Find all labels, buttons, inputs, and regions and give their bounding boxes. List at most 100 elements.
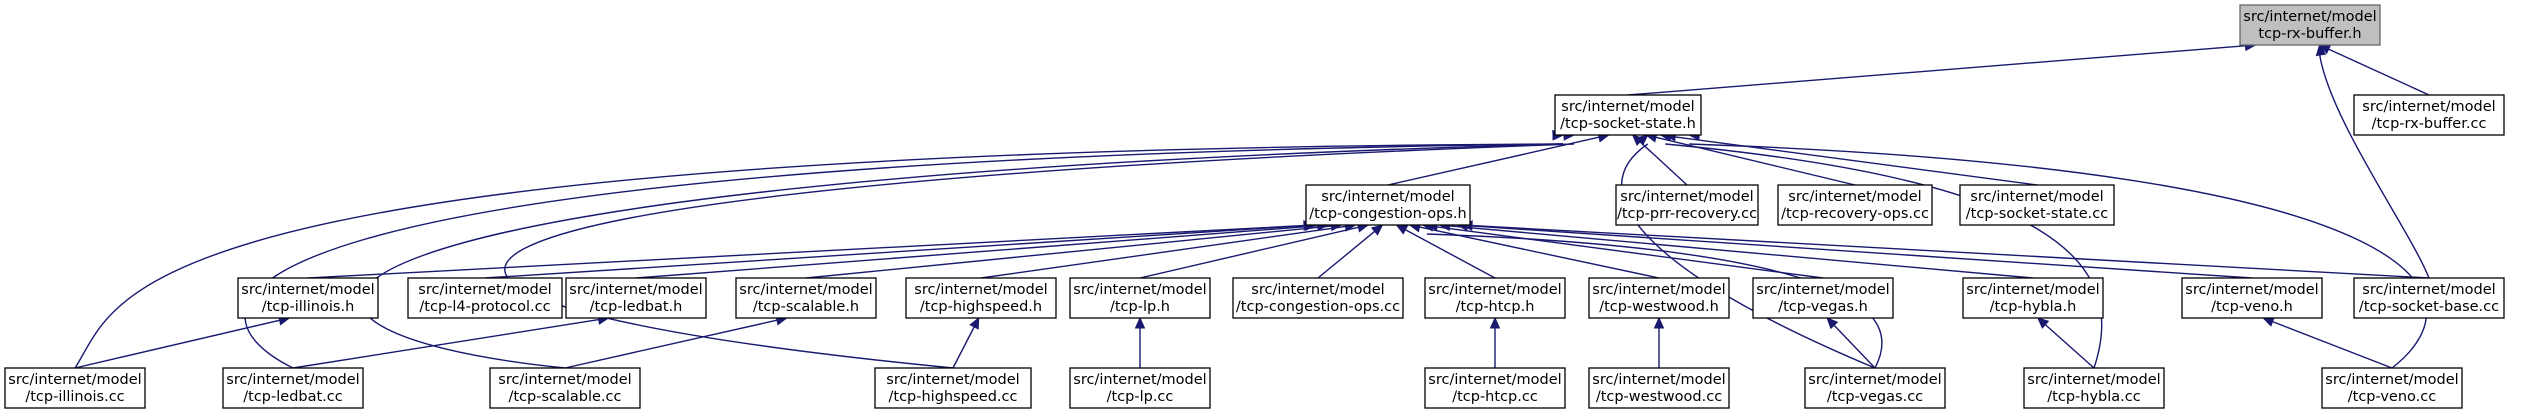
node-tcp-illinois-h[interactable]: src/internet/model/tcp-illinois.h xyxy=(237,277,379,319)
edge-tcp-vegas-h-to-tcp-congestion-ops-h xyxy=(1431,225,1824,279)
node-tcp-scalable-h[interactable]: src/internet/model/tcp-scalable.h xyxy=(735,277,877,319)
node-tcp-congestion-ops-cc[interactable]: src/internet/model/tcp-congestion-ops.cc xyxy=(1232,277,1404,319)
node-tcp-congestion-ops-h[interactable]: src/internet/model/tcp-congestion-ops.h xyxy=(1305,184,1471,226)
node-box xyxy=(1554,94,1702,136)
node-tcp-prr-recovery-cc[interactable]: src/internet/model/tcp-prr-recovery.cc xyxy=(1615,184,1759,226)
node-label-line2: /tcp-scalable.cc xyxy=(508,389,621,405)
edge-tcp-illinois-cc-to-tcp-socket-state-h xyxy=(74,143,1564,369)
node-tcp-l4-protocol-cc[interactable]: src/internet/model/tcp-l4-protocol.cc xyxy=(407,277,563,319)
node-box xyxy=(1962,277,2104,319)
node-tcp-htcp-h[interactable]: src/internet/model/tcp-htcp.h xyxy=(1424,277,1566,319)
node-tcp-recovery-ops-cc[interactable]: src/internet/model/tcp-recovery-ops.cc xyxy=(1777,184,1933,226)
node-label-line1: src/internet/model xyxy=(2362,282,2495,298)
node-box xyxy=(4,367,146,409)
node-label-line2: /tcp-illinois.cc xyxy=(25,389,124,405)
node-tcp-ledbat-h[interactable]: src/internet/model/tcp-ledbat.h xyxy=(565,277,707,319)
node-label-line1: src/internet/model xyxy=(1561,99,1694,115)
node-tcp-scalable-cc[interactable]: src/internet/model/tcp-scalable.cc xyxy=(489,367,641,409)
node-tcp-westwood-h[interactable]: src/internet/model/tcp-westwood.h xyxy=(1588,277,1730,319)
node-box xyxy=(874,367,1032,409)
node-tcp-westwood-cc[interactable]: src/internet/model/tcp-westwood.cc xyxy=(1588,367,1730,409)
node-label-line1: src/internet/model xyxy=(1788,189,1921,205)
node-tcp-veno-h[interactable]: src/internet/model/tcp-veno.h xyxy=(2181,277,2323,319)
node-label-line2: /tcp-recovery-ops.cc xyxy=(1781,206,1929,222)
node-tcp-rx-buffer-cc[interactable]: src/internet/model/tcp-rx-buffer.cc xyxy=(2353,94,2505,136)
node-label-line1: src/internet/model xyxy=(1620,189,1753,205)
edge-tcp-vegas-cc-to-tcp-socket-state-h xyxy=(1621,143,1876,369)
node-box xyxy=(222,367,364,409)
node-label-line2: /tcp-veno.h xyxy=(2211,299,2293,315)
edge-tcp-highspeed-h-to-tcp-congestion-ops-h xyxy=(980,225,1347,279)
node-tcp-illinois-cc[interactable]: src/internet/model/tcp-illinois.cc xyxy=(4,367,146,409)
node-tcp-hybla-cc[interactable]: src/internet/model/tcp-hybla.cc xyxy=(2023,367,2165,409)
node-box xyxy=(1424,367,1566,409)
arrowhead xyxy=(1395,224,1409,235)
edge-tcp-highspeed-cc-to-tcp-highspeed-h xyxy=(952,325,976,369)
node-box xyxy=(1615,184,1759,226)
node-box xyxy=(1777,184,1933,226)
node-tcp-socket-state-cc[interactable]: src/internet/model/tcp-socket-state.cc xyxy=(1959,184,2115,226)
node-label-line2: /tcp-l4-protocol.cc xyxy=(419,299,550,315)
edge-tcp-hybla-cc-to-tcp-hybla-h xyxy=(2044,323,2095,369)
edge-tcp-scalable-cc-to-tcp-socket-state-h xyxy=(360,143,1564,369)
arrowhead xyxy=(1489,316,1501,329)
node-label-line1: src/internet/model xyxy=(2027,372,2160,388)
node-box xyxy=(1232,277,1404,319)
node-box xyxy=(2239,4,2381,46)
node-tcp-socket-base-cc[interactable]: src/internet/model/tcp-socket-base.cc xyxy=(2353,277,2505,319)
node-box xyxy=(2023,367,2165,409)
node-label-line2: /tcp-rx-buffer.cc xyxy=(2372,116,2487,132)
node-box xyxy=(1752,277,1894,319)
node-tcp-ledbat-cc[interactable]: src/internet/model/tcp-ledbat.cc xyxy=(222,367,364,409)
edge-tcp-ledbat-cc-to-tcp-socket-state-h xyxy=(244,143,1564,369)
node-tcp-vegas-h[interactable]: src/internet/model/tcp-vegas.h xyxy=(1752,277,1894,319)
node-label-line2: /tcp-illinois.h xyxy=(262,299,355,315)
node-box xyxy=(1804,367,1946,409)
node-tcp-lp-h[interactable]: src/internet/model/tcp-lp.h xyxy=(1069,277,1211,319)
node-label-line1: src/internet/model xyxy=(2362,99,2495,115)
node-tcp-htcp-cc[interactable]: src/internet/model/tcp-htcp.cc xyxy=(1424,367,1566,409)
node-box xyxy=(905,277,1057,319)
node-box xyxy=(1588,367,1730,409)
node-tcp-vegas-cc[interactable]: src/internet/model/tcp-vegas.cc xyxy=(1804,367,1946,409)
node-tcp-highspeed-h[interactable]: src/internet/model/tcp-highspeed.h xyxy=(905,277,1057,319)
node-label-line2: /tcp-scalable.h xyxy=(753,299,859,315)
arrowhead xyxy=(1370,224,1384,236)
node-tcp-socket-state-h[interactable]: src/internet/model/tcp-socket-state.h xyxy=(1554,94,1702,136)
arrowhead xyxy=(2262,316,2275,327)
node-label-line1: src/internet/model xyxy=(569,282,702,298)
node-label-line1: src/internet/model xyxy=(226,372,359,388)
node-label-line1: src/internet/model xyxy=(1428,282,1561,298)
edge-tcp-vegas-cc-to-tcp-vegas-h xyxy=(1832,324,1876,369)
arrowhead xyxy=(1826,317,1839,330)
arrowhead xyxy=(1134,316,1146,329)
edge-tcp-ledbat-h-to-tcp-congestion-ops-h xyxy=(635,224,1319,279)
edge-tcp-l4-protocol-cc-to-tcp-congestion-ops-h xyxy=(484,224,1307,279)
node-label-line2: /tcp-veno.cc xyxy=(2348,389,2436,405)
node-label-line1: src/internet/model xyxy=(418,282,551,298)
node-box xyxy=(1959,184,2115,226)
edge-tcp-socket-state-h-to-tcp-rx-buffer-h xyxy=(1627,45,2247,96)
node-label-line1: src/internet/model xyxy=(739,282,872,298)
node-label-line1: src/internet/model xyxy=(1251,282,1384,298)
edge-tcp-illinois-cc-to-tcp-illinois-h xyxy=(74,319,281,369)
node-tcp-highspeed-cc[interactable]: src/internet/model/tcp-highspeed.cc xyxy=(874,367,1032,409)
edge-tcp-highspeed-cc-to-tcp-socket-state-h xyxy=(504,143,1575,369)
node-tcp-hybla-h[interactable]: src/internet/model/tcp-hybla.h xyxy=(1962,277,2104,319)
node-label-line2: /tcp-westwood.cc xyxy=(1596,389,1722,405)
edge-tcp-prr-recovery-cc-to-tcp-socket-state-h xyxy=(1638,140,1688,186)
node-tcp-veno-cc[interactable]: src/internet/model/tcp-veno.cc xyxy=(2321,367,2463,409)
node-label-line2: /tcp-socket-base.cc xyxy=(2359,299,2499,315)
node-box xyxy=(1588,277,1730,319)
node-label-line2: /tcp-highspeed.h xyxy=(920,299,1042,315)
arrowhead xyxy=(969,316,980,330)
node-label-line2: tcp-rx-buffer.h xyxy=(2258,26,2361,42)
node-label-line1: src/internet/model xyxy=(1428,372,1561,388)
node-box xyxy=(735,277,877,319)
node-label-line1: src/internet/model xyxy=(2325,372,2458,388)
node-tcp-lp-cc[interactable]: src/internet/model/tcp-lp.cc xyxy=(1069,367,1211,409)
node-label-line1: src/internet/model xyxy=(2243,9,2376,25)
edge-tcp-rx-buffer-cc-to-tcp-rx-buffer-h xyxy=(2327,48,2430,96)
node-box xyxy=(2353,94,2505,136)
